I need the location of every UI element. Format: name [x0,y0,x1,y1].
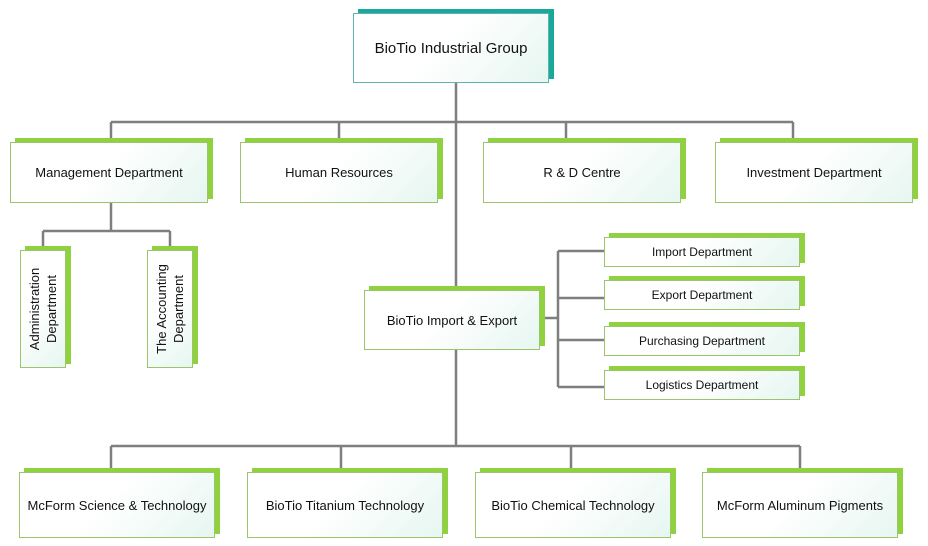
node-management-department[interactable]: Management Department [10,142,208,203]
node-administration-department-label: Administration Department [27,267,59,351]
node-root-label: BioTio Industrial Group [374,39,528,57]
node-logistics-department-label: Logistics Department [645,378,759,392]
node-mcform-aluminum-pigments[interactable]: McForm Aluminum Pigments [702,472,898,538]
node-administration-department[interactable]: Administration Department [20,250,66,368]
node-import-export-label: BioTio Import & Export [386,312,518,328]
node-import-department[interactable]: Import Department [604,237,800,267]
node-rd-centre-label: R & D Centre [543,165,621,180]
node-management-department-label: Management Department [35,165,183,180]
node-export-department-label: Export Department [651,288,753,302]
node-human-resources[interactable]: Human Resources [240,142,438,203]
node-import-export[interactable]: BioTio Import & Export [364,290,540,350]
node-biotio-titanium-technology-label: BioTio Titanium Technology [265,497,425,513]
node-investment-department[interactable]: Investment Department [715,142,913,203]
node-accounting-department[interactable]: The Accounting Department [147,250,193,368]
node-purchasing-department-label: Purchasing Department [638,334,766,348]
node-root[interactable]: BioTio Industrial Group [353,13,549,83]
node-import-department-label: Import Department [651,245,753,259]
node-mcform-science-technology[interactable]: McForm Science & Technology [19,472,215,538]
node-export-department[interactable]: Export Department [604,280,800,310]
node-accounting-department-label: The Accounting Department [154,264,186,354]
node-investment-department-label: Investment Department [746,165,882,180]
node-rd-centre[interactable]: R & D Centre [483,142,681,203]
node-purchasing-department[interactable]: Purchasing Department [604,326,800,356]
node-mcform-aluminum-pigments-label: McForm Aluminum Pigments [716,497,884,513]
node-mcform-science-technology-label: McForm Science & Technology [27,497,207,513]
node-human-resources-label: Human Resources [285,165,393,180]
node-biotio-titanium-technology[interactable]: BioTio Titanium Technology [247,472,443,538]
node-biotio-chemical-technology-label: BioTio Chemical Technology [491,497,655,513]
node-biotio-chemical-technology[interactable]: BioTio Chemical Technology [475,472,671,538]
node-logistics-department[interactable]: Logistics Department [604,370,800,400]
